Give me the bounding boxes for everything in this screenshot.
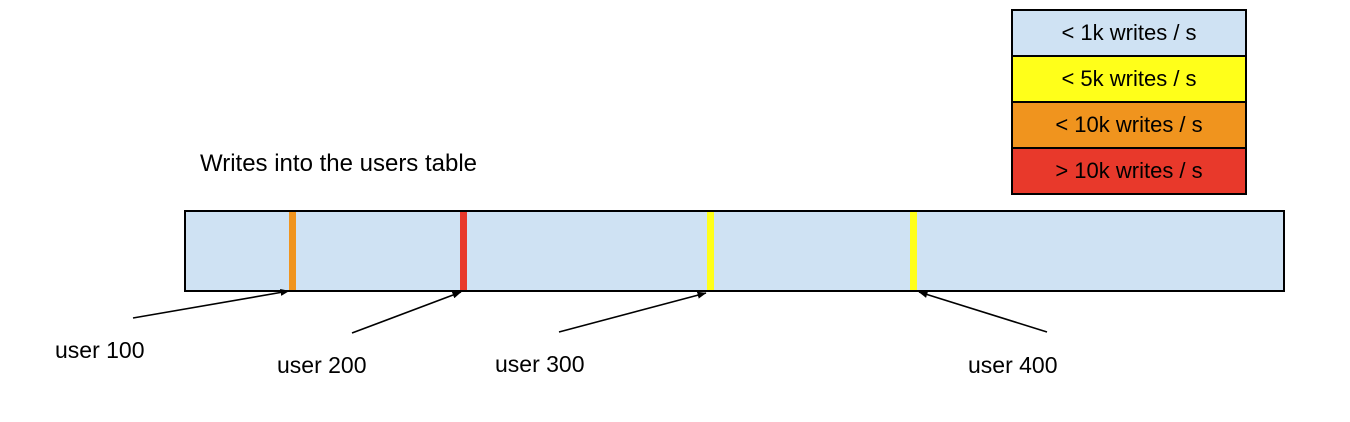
write-hotspot-marker-user-200 [460, 212, 468, 290]
legend-row-lt-1k: < 1k writes / s [1013, 11, 1245, 57]
legend-row-gt-10k: > 10k writes / s [1013, 149, 1245, 193]
write-hotspot-marker-user-300 [706, 212, 714, 290]
legend-row-lt-10k: < 10k writes / s [1013, 103, 1245, 149]
legend: < 1k writes / s < 5k writes / s < 10k wr… [1011, 9, 1247, 195]
write-hotspot-marker-user-400 [909, 212, 917, 290]
arrow-user-100 [132, 289, 290, 319]
arrow-user-400 [918, 291, 1048, 333]
write-hotspot-marker-user-100 [288, 212, 296, 290]
label-user-300: user 300 [495, 351, 585, 377]
arrow-user-300 [558, 291, 707, 333]
label-user-100: user 100 [55, 337, 145, 363]
legend-row-lt-5k: < 5k writes / s [1013, 57, 1245, 103]
users-table-bar [184, 210, 1285, 292]
diagram-title: Writes into the users table [200, 150, 478, 177]
label-user-400: user 400 [968, 352, 1058, 378]
label-user-200: user 200 [277, 352, 367, 378]
arrow-user-200 [351, 291, 462, 334]
